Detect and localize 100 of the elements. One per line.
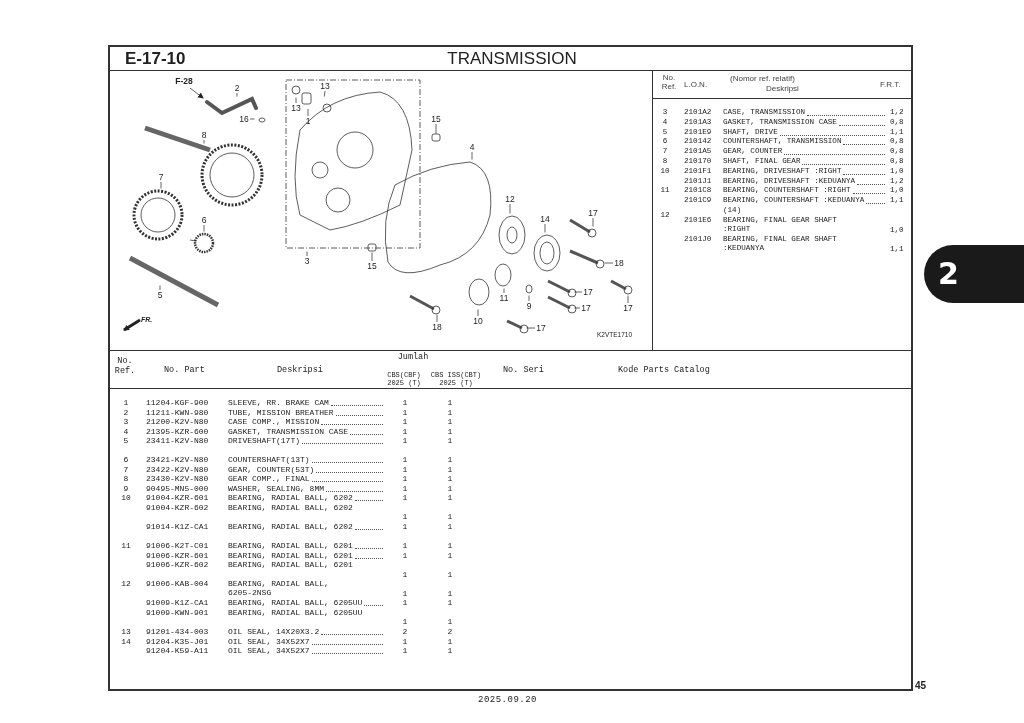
- part-description: COUNTERSHAFT(13T): [228, 455, 310, 465]
- part-description: BEARING, RADIAL BALL, 6202: [228, 522, 353, 531]
- quantity: 1: [446, 636, 454, 646]
- callout-number: 18: [432, 322, 442, 332]
- callout-number: 1: [305, 116, 311, 126]
- quantity: 1: [401, 636, 409, 646]
- ref-number: 9: [122, 483, 130, 493]
- quantity: 1: [446, 598, 454, 608]
- quantity: 1: [401, 646, 409, 656]
- part-description: OIL SEAL, 34X52X7: [228, 636, 310, 646]
- ref-number: 4: [122, 426, 130, 436]
- part-number: 91004-KZR-602: [146, 502, 209, 512]
- callout-number: 17: [536, 323, 546, 333]
- part-description: OIL SEAL, 34X52X7: [228, 646, 310, 656]
- quantity: 1: [401, 522, 409, 531]
- ref-number: 6: [122, 455, 130, 465]
- callout-number: 15: [431, 114, 441, 124]
- part-number: 11211-KWN-980: [146, 407, 209, 417]
- quantity: 1: [446, 550, 454, 560]
- quantity: 1: [401, 483, 409, 493]
- part-number: 23422-K2V-N80: [146, 464, 209, 474]
- callout-number: 7: [158, 172, 164, 182]
- quantity: 1: [401, 455, 409, 465]
- leader-line: [604, 262, 614, 264]
- quantity: 1: [446, 541, 454, 551]
- column-header: No. Ref.: [660, 73, 678, 91]
- callout-number: 4: [469, 142, 475, 152]
- callout-number: 13: [291, 103, 301, 113]
- callout-number: 14: [540, 214, 550, 224]
- column-header: F.R.T.: [880, 80, 901, 89]
- quantity: 1: [401, 550, 409, 560]
- part-description: OIL SEAL, 14X20X3.2: [228, 626, 320, 636]
- print-date: 2025.09.20: [478, 695, 537, 705]
- quantity: 1: [401, 598, 409, 608]
- callout-number: 16: [239, 114, 249, 124]
- callout-number: 18: [614, 258, 624, 268]
- part-description: CASE COMP., MISSION: [228, 417, 320, 427]
- quantity: 1: [401, 474, 409, 484]
- ref-number: 7: [122, 464, 130, 474]
- leader-line: [526, 327, 536, 329]
- part-description: BEARING, RADIAL BALL, 6201: [228, 541, 353, 551]
- quantity: 1: [446, 569, 454, 579]
- part-number: 91004-KZR-601: [146, 493, 209, 503]
- quantity: 1: [446, 474, 454, 484]
- part-description: TUBE, MISSION BREATHER: [228, 407, 334, 417]
- leader-line: [236, 92, 238, 97]
- quantity: 1: [446, 455, 454, 465]
- column-header: Jumlah: [396, 352, 430, 362]
- quantity: 1: [446, 398, 454, 407]
- part-description: WASHER, SEALING, 8MM: [228, 483, 324, 493]
- callout-number: 3: [304, 256, 310, 266]
- leader-line: [544, 223, 546, 233]
- column-header: No. Seri: [503, 365, 544, 375]
- part-number: 11204-KGF-900: [146, 398, 209, 407]
- part-description: BEARING, RADIAL BALL, 6201: [228, 550, 353, 560]
- callout-number: 9: [526, 301, 532, 311]
- part-number: 91204-K59-A11: [146, 646, 209, 656]
- callout-number: 8: [201, 130, 207, 140]
- part-number: 23421-K2V-N80: [146, 455, 209, 465]
- quantity: 1: [401, 569, 409, 579]
- quantity: 1: [401, 464, 409, 474]
- part-number: 91009-K1Z-CA1: [146, 598, 209, 608]
- leader-line: [249, 118, 255, 120]
- callout-number: 13: [320, 81, 330, 91]
- part-number: 21200-K2V-N80: [146, 417, 209, 427]
- part-number: 91204-K35-J01: [146, 636, 209, 646]
- callout-number: 15: [367, 261, 377, 271]
- quantity: 1: [401, 417, 409, 427]
- callout-number: 17: [581, 303, 591, 313]
- part-number: 91006-KZR-601: [146, 550, 209, 560]
- column-header: Deskripsi: [766, 84, 799, 93]
- ref-number: 11: [120, 541, 132, 551]
- quantity: 1: [401, 588, 409, 598]
- part-number: 23430-K2V-N80: [146, 474, 209, 484]
- part-number: 21395-KZR-600: [146, 426, 209, 436]
- ref-number: 1: [122, 398, 130, 407]
- leader-line: [574, 291, 583, 293]
- part-number: 91006-K2T-C01: [146, 541, 209, 551]
- part-description: GASKET, TRANSMISSION CASE: [228, 426, 349, 436]
- leader-line: [627, 295, 629, 304]
- leader-line: [307, 108, 309, 117]
- part-number: 23411-K2V-N80: [146, 436, 209, 446]
- leader-line: [574, 307, 581, 309]
- quantity: 2: [446, 626, 454, 636]
- part-number: 91006-KZR-602: [146, 560, 209, 570]
- ref-number: 8: [122, 474, 130, 484]
- part-description: BEARING, RADIAL BALL, 6202: [228, 502, 353, 512]
- section-code: E-17-10: [125, 49, 186, 69]
- ref-number: 5: [122, 436, 130, 446]
- leader-line: [371, 252, 373, 262]
- part-description: BEARING, RADIAL BALL, 6201: [228, 560, 353, 570]
- quantity: 1: [401, 541, 409, 551]
- part-description: BEARING, RADIAL BALL, 6202: [228, 493, 353, 503]
- quantity: 1: [446, 436, 454, 446]
- quantity: 1: [446, 522, 454, 531]
- quantity: 1: [446, 407, 454, 417]
- page-number: 45: [915, 680, 927, 691]
- part-number: 91009-KWN-901: [146, 607, 209, 617]
- quantity: 1: [401, 407, 409, 417]
- leader-line: [471, 151, 473, 160]
